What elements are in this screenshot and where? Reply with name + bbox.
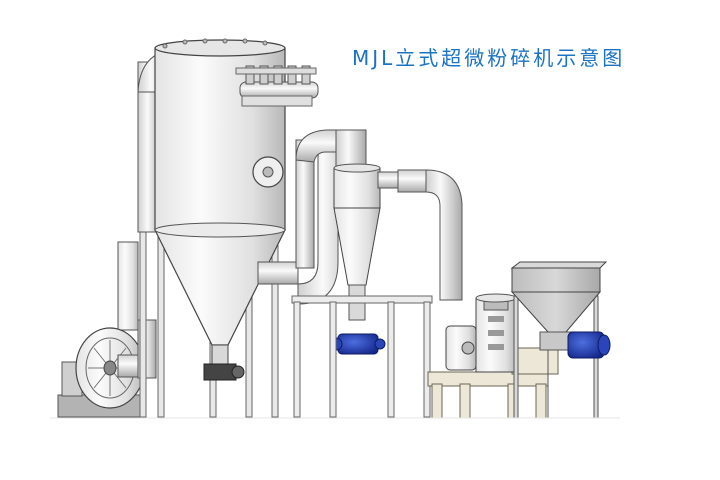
cyclone-separator-icon [291,163,433,418]
pulse-valves [235,65,319,107]
return-pipe [397,169,463,301]
motor-icon [329,333,386,355]
diagram-title: MJL立式超微粉碎机示意图 [352,46,626,70]
grinding-mill-icon [427,293,559,419]
feeder-motor [567,331,611,359]
connecting-pipe [257,129,367,305]
dust-collector-icon [137,38,319,418]
feed-hopper-icon [510,261,611,419]
blower-fan-icon [57,241,157,418]
